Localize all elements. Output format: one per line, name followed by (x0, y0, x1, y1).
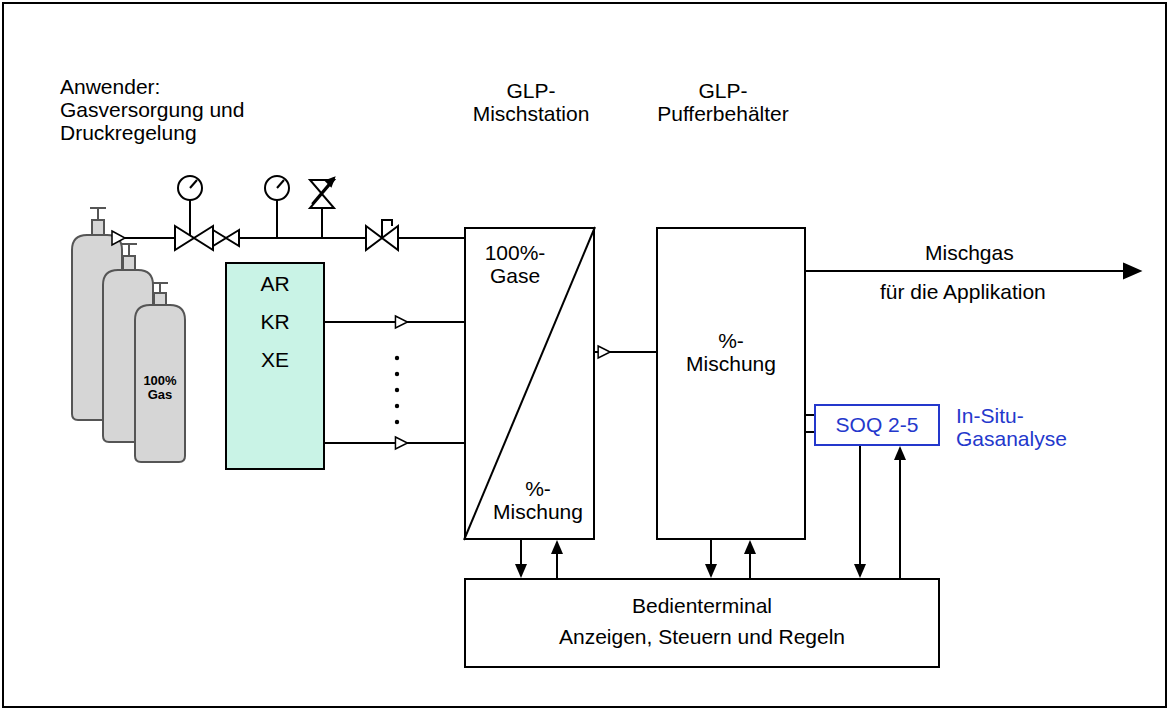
cylinder-label: 100% Gas (133, 374, 187, 403)
gas-analyzer-box: SOQ 2-5In-Situ- Gasanalyse (814, 404, 940, 446)
connector (854, 446, 866, 578)
connector (515, 540, 527, 578)
node-text: XE (227, 348, 323, 371)
output-label: für die Applikation (880, 280, 1110, 303)
output-label: Mischgas (925, 241, 1045, 264)
connector (325, 437, 464, 449)
supply-caption: Anwender: Gasversorgung und Druckregelun… (60, 75, 275, 144)
mixing-station-box: GLP- Mischstation100%- Gase%- Mischung (464, 227, 595, 540)
node-text: KR (227, 310, 323, 333)
node-text: Bedienterminal (466, 594, 938, 617)
connector (806, 415, 814, 416)
node-text: %- Mischung (488, 477, 588, 523)
node-text: Anzeigen, Steuern und Regeln (466, 625, 938, 648)
heading: GLP- Pufferbehälter (643, 79, 803, 125)
node-text: In-Situ- Gasanalyse (956, 404, 1084, 450)
connector (894, 446, 906, 578)
frame (3, 3, 1166, 707)
connector (595, 346, 656, 358)
connector (806, 432, 814, 433)
node-text: %- Mischung (681, 329, 781, 375)
node-text: AR (227, 272, 323, 295)
connector (744, 540, 756, 578)
node-text: 100%- Gase (476, 241, 554, 287)
buffer-tank-box: GLP- Pufferbehälter%- Mischung (656, 227, 806, 540)
gas-cylinders (72, 208, 185, 462)
connector (705, 540, 717, 578)
gas-source-box: AR KR XE (225, 262, 325, 470)
heading: GLP- Mischstation (456, 79, 606, 125)
gas-supply-piping (125, 176, 1140, 540)
operator-terminal-box: BedienterminalAnzeigen, Steuern und Rege… (464, 578, 940, 668)
node-text: SOQ 2-5 (816, 413, 938, 436)
connector (325, 316, 464, 328)
connector (551, 540, 563, 578)
